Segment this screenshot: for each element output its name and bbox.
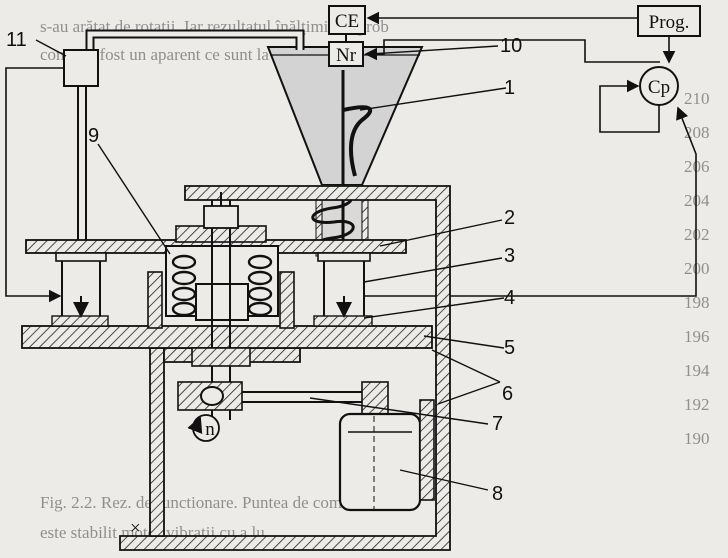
ce-label: CE — [335, 11, 359, 32]
callout-6: 6 — [502, 383, 513, 405]
cp-comparator: Cp — [639, 66, 679, 106]
sensor-to-cp-line — [360, 106, 697, 297]
signal-lines — [360, 11, 697, 297]
bg-number: 194 — [684, 361, 710, 380]
bg-number: 204 — [684, 191, 710, 210]
ce-block: CE — [328, 5, 366, 35]
nr-block: Nr — [328, 41, 364, 67]
speed-label: n — [205, 419, 215, 440]
prog-label: Prog. — [649, 12, 690, 33]
callout-1: 1 — [504, 77, 515, 99]
callout-labels: 1 2 3 4 5 6 7 8 9 10 11 — [6, 29, 522, 505]
bg-number: 210 — [684, 89, 710, 108]
valve-11 — [63, 49, 99, 87]
spring-assembly — [147, 192, 295, 420]
prog-block: Prog. — [637, 5, 701, 37]
cross-mark: × — [130, 518, 141, 539]
nr-label: Nr — [336, 45, 357, 66]
base-plate — [21, 325, 433, 349]
speed-indicator: n — [187, 414, 220, 442]
bg-number: 196 — [684, 327, 710, 346]
callout-9: 9 — [88, 125, 99, 147]
electric-motor — [338, 399, 435, 512]
callout-11: 11 — [6, 29, 27, 51]
bg-number: 208 — [684, 123, 710, 142]
bg-number: 198 — [684, 293, 710, 312]
feedback-loop-line — [599, 79, 660, 133]
callout-8: 8 — [492, 483, 503, 505]
callout-3: 3 — [504, 245, 515, 267]
cp-label: Cp — [648, 77, 670, 98]
background-page-text: s-au arătat de rotaţii. Iar rezultatul î… — [40, 17, 710, 542]
bg-text-bottom-1: Fig. 2.2. Rez. de functionare. Puntea de… — [40, 493, 386, 512]
callout-10: 10 — [500, 35, 522, 57]
callout-leaders — [35, 39, 507, 491]
callout-2: 2 — [504, 207, 515, 229]
callout-5: 5 — [504, 337, 515, 359]
callout-4: 4 — [504, 287, 515, 309]
callout-7: 7 — [492, 413, 503, 435]
bg-number: 192 — [684, 395, 710, 414]
hopper — [266, 46, 424, 258]
bg-right-numbers: 210 208 206 204 202 200 198 196 194 192 … — [684, 89, 710, 448]
supports — [51, 252, 373, 327]
bg-number: 190 — [684, 429, 710, 448]
